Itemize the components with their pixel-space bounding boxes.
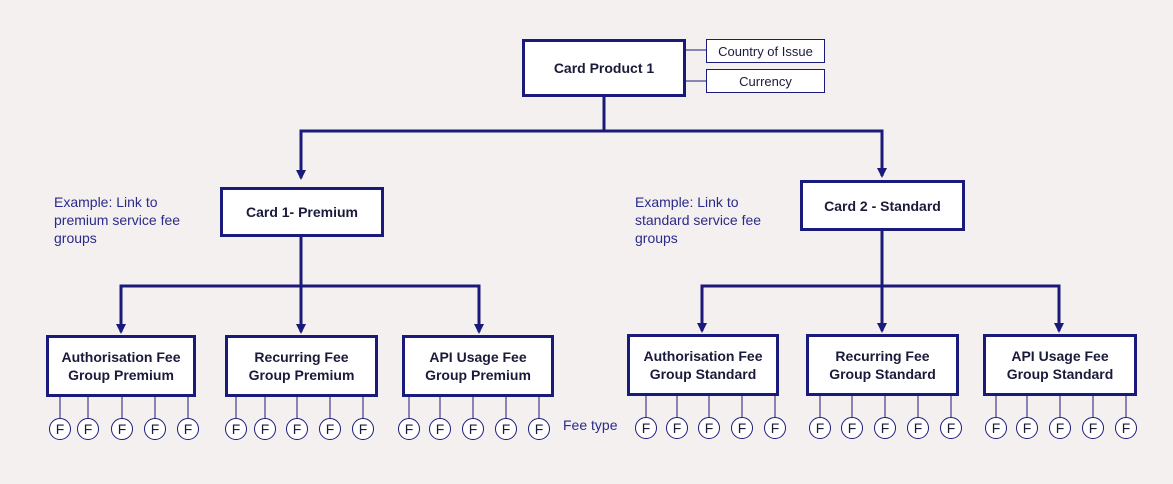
fee-type-circle: F (319, 418, 341, 440)
attribute-country-of-issue: Country of Issue (706, 39, 825, 63)
fee-type-circle: F (809, 417, 831, 439)
fee-type-circle: F (111, 418, 133, 440)
fee-type-circle: F (528, 418, 550, 440)
fee-group-label: Recurring Fee (254, 349, 349, 365)
fee-type-circle: F (254, 418, 276, 440)
fee-group-label: Group Premium (248, 367, 355, 383)
note-line: premium service fee (54, 212, 181, 228)
fee-type-circle: F (764, 417, 786, 439)
fee-group-label: Group Premium (425, 367, 531, 383)
fee-type-circle: F (1016, 417, 1038, 439)
fee-group-label: Group Standard (649, 366, 757, 382)
fee-group-authorisation-standard: Authorisation Fee Group Standard (627, 334, 779, 396)
note-line: standard service fee (635, 212, 762, 228)
fee-group-label: Group Standard (1006, 366, 1114, 382)
card-standard-note: Example: Link to standard service fee gr… (635, 193, 761, 247)
fee-type-circle: F (635, 417, 657, 439)
fee-group-recurring-premium: Recurring Fee Group Premium (225, 335, 378, 397)
fee-type-circle: F (225, 418, 247, 440)
fee-group-label: Group Premium (68, 367, 174, 383)
fee-type-circle: F (49, 418, 71, 440)
fee-type-circle: F (731, 417, 753, 439)
attribute-currency: Currency (706, 69, 825, 93)
note-line: groups (635, 230, 678, 246)
fee-group-authorisation-premium: Authorisation Fee Group Premium (46, 335, 196, 397)
fee-group-label: API Usage Fee (429, 349, 527, 365)
fee-group-recurring-standard: Recurring Fee Group Standard (806, 334, 959, 396)
fee-type-circle: F (77, 418, 99, 440)
fee-type-circle: F (144, 418, 166, 440)
fee-type-circle: F (698, 417, 720, 439)
fee-group-label: Recurring Fee (835, 348, 930, 364)
fee-type-circle: F (429, 418, 451, 440)
fee-type-circle: F (666, 417, 688, 439)
fee-group-api-usage-standard: API Usage Fee Group Standard (983, 334, 1137, 396)
fee-group-label: Group Standard (829, 366, 936, 382)
fee-group-label: Authorisation Fee (643, 348, 763, 364)
note-line: Example: Link to (54, 194, 158, 210)
fee-type-circle: F (462, 418, 484, 440)
fee-type-circle: F (1115, 417, 1137, 439)
fee-type-circle: F (907, 417, 929, 439)
fee-type-circle: F (495, 418, 517, 440)
fee-group-label: API Usage Fee (1011, 348, 1109, 364)
fee-type-label: Fee type (563, 417, 618, 433)
card-standard-box: Card 2 - Standard (800, 180, 965, 231)
fee-group-label: Authorisation Fee (61, 349, 181, 365)
fee-type-circle: F (398, 418, 420, 440)
fee-type-circle: F (1049, 417, 1071, 439)
fee-type-circle: F (286, 418, 308, 440)
root-product-box: Card Product 1 (522, 39, 686, 97)
note-line: Example: Link to (635, 194, 739, 210)
note-line: groups (54, 230, 97, 246)
fee-type-circle: F (177, 418, 199, 440)
card-premium-note: Example: Link to premium service fee gro… (54, 193, 180, 247)
fee-type-circle: F (841, 417, 863, 439)
fee-type-circle: F (985, 417, 1007, 439)
fee-type-circle: F (1082, 417, 1104, 439)
card-premium-box: Card 1- Premium (220, 187, 384, 237)
fee-type-circle: F (352, 418, 374, 440)
fee-type-circle: F (874, 417, 896, 439)
fee-group-api-usage-premium: API Usage Fee Group Premium (402, 335, 554, 397)
fee-type-circle: F (940, 417, 962, 439)
